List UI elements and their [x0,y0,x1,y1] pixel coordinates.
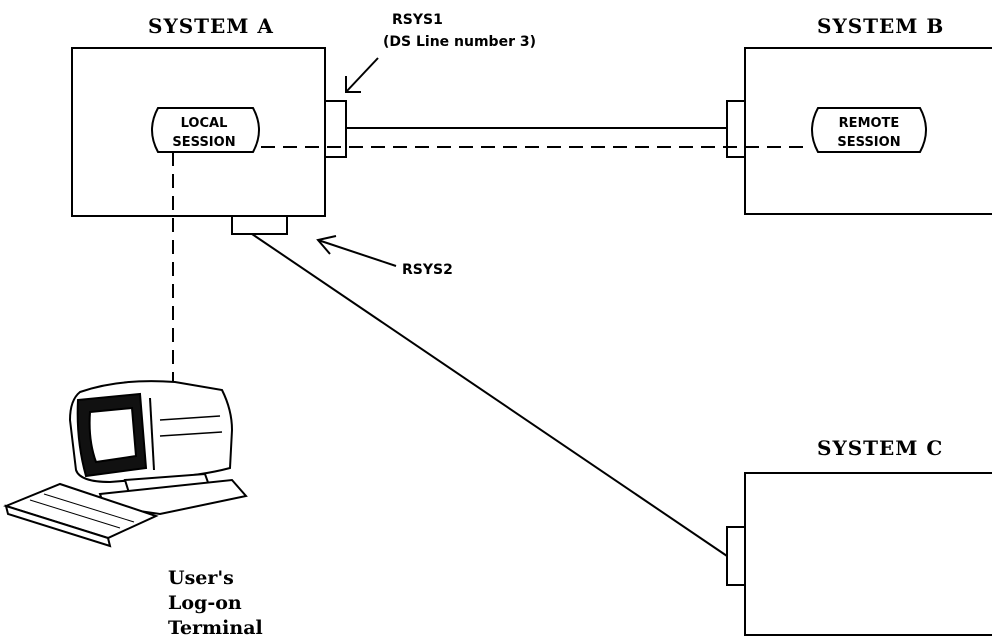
terminal-caption-3: Terminal [168,617,263,639]
remote-session-shape [811,107,927,153]
rsys2-link [251,233,728,557]
local-session-label-2: SESSION [172,135,235,150]
terminal-caption-2: Log-on [168,592,242,614]
terminal-icon [3,380,248,548]
rsys1-label: RSYS1 [392,12,443,28]
system-b-port [726,100,746,158]
terminal-caption-1: User's [168,567,234,589]
rsys1-description: (DS Line number 3) [383,34,536,50]
rsys2-label: RSYS2 [402,262,453,278]
system-a-port-rsys1 [324,100,347,158]
rsys2-arrow [316,235,397,267]
remote-session-label-1: REMOTE [839,116,900,131]
local-session-label-1: LOCAL [181,116,228,131]
rsys1-arrow [345,57,379,93]
system-c-box [744,472,992,636]
remote-session-label-2: SESSION [837,135,900,150]
system-a-port-rsys2 [231,215,288,235]
system-b-title: SYSTEM B [817,14,944,38]
system-c-port [726,526,746,586]
system-a-title: SYSTEM A [148,14,274,38]
local-session-shape [151,107,260,153]
system-c-title: SYSTEM C [817,436,943,460]
